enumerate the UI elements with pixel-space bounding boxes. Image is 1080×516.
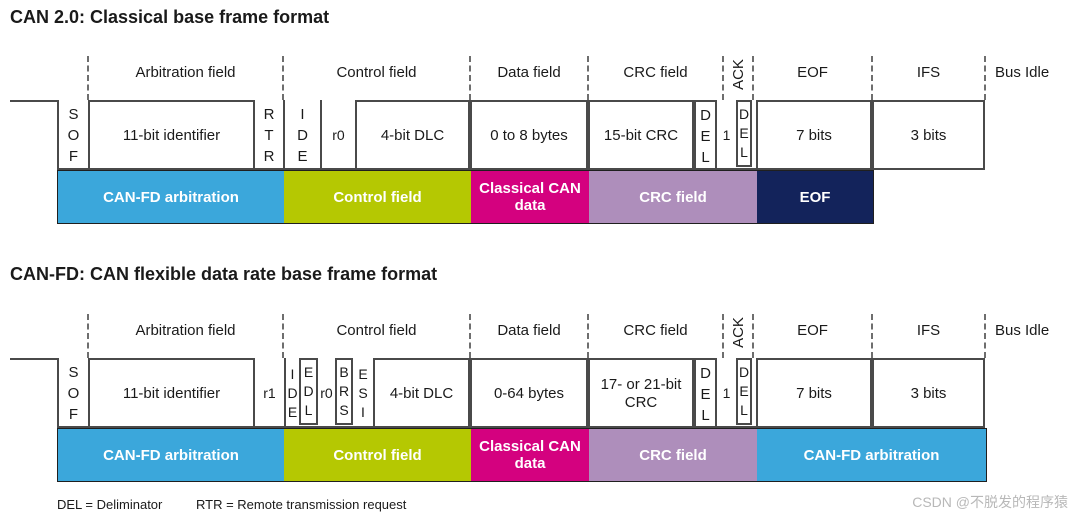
d2-bar-tail-arbitration: CAN-FD arbitration [757,429,986,481]
d1-bar-crc: CRC field [589,171,757,223]
d2-frame-row: SOF 11-bit identifier r1 IDE EDL r0 BRS … [0,358,1080,428]
d1-field-separator-dash [722,56,724,100]
d1-bar-control: Control field [284,171,471,223]
d1-sof-edge-line [57,100,59,170]
d1-cell-dlc: 4-bit DLC [355,100,470,170]
d2-field-label-control: Control field [336,322,417,339]
d1-cell-eof: 7 bits [756,100,872,170]
d1-cell-crc-delimiter: DEL [694,100,717,170]
d1-field-label-data: Data field [497,64,561,81]
d1-cell-ack-delimiter: DEL [736,100,752,167]
d1-field-label-ack: ACK [729,58,747,90]
d2-field-separator-dash [587,314,589,358]
footnote-rtr: RTR = Remote transmission request [196,497,407,512]
d2-cell-identifier: 11-bit identifier [88,358,255,428]
d1-field-label-crc: CRC field [623,64,688,81]
d1-field-separator-dash [752,56,754,100]
d1-field-label-control: Control field [336,64,417,81]
d1-cell-sof: SOF [67,105,80,165]
d2-cell-ack-slot: 1 [722,385,731,401]
d2-frame-baseline [57,426,985,428]
d2-field-label-crc: CRC field [623,322,688,339]
d1-field-separator-dash [282,56,284,100]
d2-sof-edge-line [57,358,59,428]
d2-cell-r0: r0 [320,385,333,401]
diagram1-title: CAN 2.0: Classical base frame format [10,7,330,27]
d1-bus-idle-line [10,100,57,102]
d2-cell-sof: SOF [67,363,80,423]
d1-frame-baseline [57,168,985,170]
d2-bar-control: Control field [284,429,471,481]
d1-field-label-bus-idle: Bus Idle [995,64,1050,81]
d1-cell-ide: IDE [297,105,308,165]
d1-frame-row: SOF 11-bit identifier RTR IDE r0 4-bit D… [0,100,1080,170]
d1-cell-ack-slot: 1 [722,127,731,143]
d2-cell-edl: EDL [299,358,318,425]
d2-field-separator-dash [282,314,284,358]
d2-field-separator-dash [871,314,873,358]
d1-color-bar-strip: CAN-FD arbitration Control field Classic… [57,170,874,224]
d1-field-separator-dash [87,56,89,100]
d1-bar-eof: EOF [757,171,873,223]
d1-field-separator-dash [871,56,873,100]
d2-cell-data: 0-64 bytes [470,358,588,428]
d1-field-separator-dash [587,56,589,100]
d1-bar-arbitration: CAN-FD arbitration [58,171,284,223]
d2-field-separator-dash [752,314,754,358]
d2-field-separator-dash [87,314,89,358]
d2-cell-ide: IDE [287,365,298,420]
d2-cell-crc: 17- or 21-bit CRC [588,358,694,428]
d1-field-separator-dash [984,56,986,100]
d2-field-separator-dash [469,314,471,358]
d2-cell-r1: r1 [263,385,276,401]
d2-field-label-arbitration: Arbitration field [135,322,236,339]
d2-cell-esi: ESI [358,365,368,420]
d1-cell-identifier: 11-bit identifier [88,100,255,170]
footnote-del: DEL = Deliminator [57,497,163,512]
d1-field-label-arbitration: Arbitration field [135,64,236,81]
d1-cell-data: 0 to 8 bytes [470,100,588,170]
d2-field-separator-dash [722,314,724,358]
d2-field-label-bus-idle: Bus Idle [995,322,1050,339]
d1-cell-r0: r0 [332,127,345,143]
d2-field-label-data: Data field [497,322,561,339]
d1-field-label-ifs: IFS [916,64,941,81]
csdn-watermark: CSDN @不脱发的程序猿 [912,494,1068,510]
d1-cell-separator-line [320,100,322,170]
d2-field-label-ifs: IFS [916,322,941,339]
d2-field-label-ack: ACK [729,316,747,348]
d1-cell-separator-line [283,100,285,170]
d2-cell-dlc: 4-bit DLC [373,358,470,428]
d1-cell-ifs: 3 bits [872,100,985,170]
d1-field-separator-dash [469,56,471,100]
d1-cell-rtr: RTR [263,105,275,165]
d2-bar-arbitration: CAN-FD arbitration [58,429,284,481]
d2-cell-crc-delimiter: DEL [694,358,717,428]
d2-cell-ack-delimiter: DEL [736,358,752,425]
d1-field-label-eof: EOF [797,64,828,81]
d2-cell-brs: BRS [335,358,353,425]
d2-cell-ifs: 3 bits [872,358,985,428]
d1-cell-crc: 15-bit CRC [588,100,694,170]
d2-field-separator-dash [984,314,986,358]
d2-bar-crc: CRC field [589,429,757,481]
d1-bar-data: Classical CAN data [471,171,589,223]
d2-bus-idle-line [10,358,57,360]
d2-color-bar-strip: CAN-FD arbitration Control field Classic… [57,428,987,482]
d2-cell-separator-line [284,358,286,428]
d2-field-label-eof: EOF [797,322,828,339]
diagram2-title: CAN-FD: CAN flexible data rate base fram… [10,264,438,284]
d2-bar-data: Classical CAN data [471,429,589,481]
d2-cell-eof: 7 bits [756,358,872,428]
